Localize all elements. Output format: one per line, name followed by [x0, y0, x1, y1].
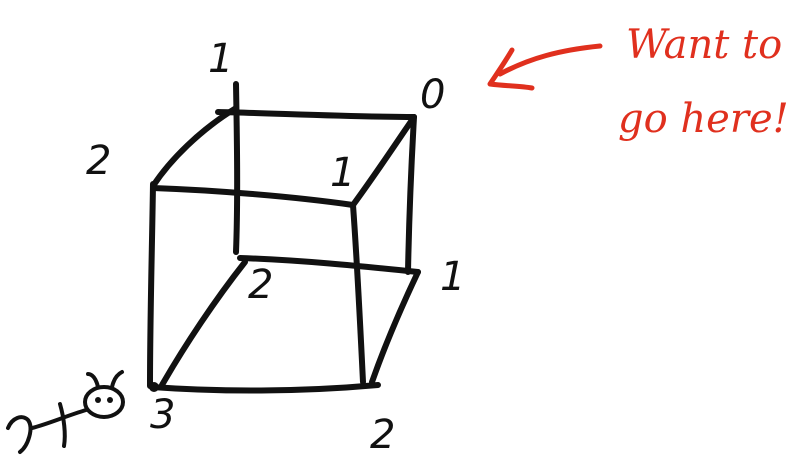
- cube-edges: [147, 81, 421, 394]
- edge-bottom-right: [369, 269, 421, 385]
- edge-vertical-back-left: [233, 81, 241, 255]
- left-arrow-icon: [487, 43, 603, 91]
- edge-bottom-back: [237, 255, 421, 275]
- label-top-front-left: 2: [86, 138, 111, 184]
- label-top-back-left: 1: [208, 36, 233, 82]
- edge-bottom-left: [159, 259, 248, 388]
- annotation: Want to go here!: [618, 22, 789, 142]
- label-bottom-front-left: 3: [150, 392, 175, 438]
- edge-top-back: [215, 109, 417, 120]
- label-bottom-back-right: 1: [440, 254, 465, 300]
- ant-stick-figure-icon: [6, 370, 125, 454]
- label-bottom-front-right: 2: [370, 412, 395, 458]
- vertex-dot: [149, 382, 159, 392]
- annotation-line-2: go here!: [618, 96, 789, 142]
- vertex-labels: 1 2 1 0 2 1 3 2: [86, 36, 465, 458]
- annotation-line-1: Want to: [626, 22, 782, 68]
- label-top-front-right: 1: [330, 150, 355, 196]
- edge-top-front: [150, 185, 356, 208]
- edge-top-left: [150, 105, 239, 189]
- edge-bottom-front: [149, 382, 381, 394]
- label-top-back-right: 0: [420, 72, 445, 118]
- edge-vertical-front-right: [350, 202, 366, 385]
- edge-top-right: [350, 114, 417, 208]
- edge-vertical-back-right: [405, 114, 417, 275]
- edge-vertical-front-left: [147, 181, 156, 389]
- label-bottom-back-left: 2: [248, 262, 273, 308]
